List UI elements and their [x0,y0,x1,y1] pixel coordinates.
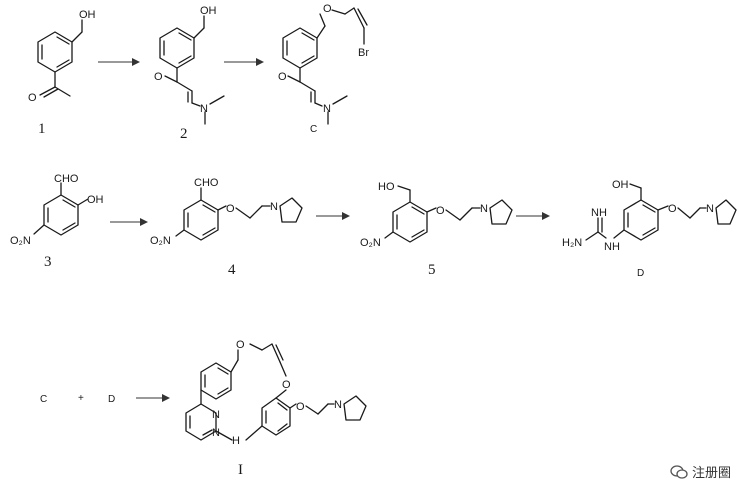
atom-cho: CHO [194,177,219,189]
atom-oh: OH [200,5,217,17]
atom-o: O [236,339,245,351]
compound-label-i: I [238,462,243,478]
watermark-text: 注册圈 [691,466,731,481]
atom-h2n: H₂N [562,237,582,249]
compound-3-structure [33,182,89,236]
compound-label-1: 1 [38,121,46,137]
arrow-head [140,218,148,226]
arrow-head [342,212,350,220]
atom-o: O [668,203,677,215]
atom-n: N [212,409,220,421]
atom-o: O [323,3,332,15]
atom-o: O [282,379,291,391]
atom-oh: OH [87,194,104,206]
atom-n: N [212,427,220,439]
atom-o: O [436,205,445,217]
atom-o: O [278,71,287,83]
atom-oh: OH [79,9,96,21]
atom-n: N [706,203,714,215]
atom-oh: OH [612,179,629,191]
atom-ho: HO [378,181,395,193]
compound-label-3: 3 [44,254,52,270]
atom-br: Br [358,47,369,59]
atom-o: O [226,203,235,215]
atom-n: N [480,203,488,215]
compound-label-d: D [637,268,644,279]
atom-o: O [28,92,37,104]
arrow-head [542,212,550,220]
compound-4-structure [175,187,303,241]
watermark: 注册圈 [670,462,731,481]
atom-no2: O₂N [360,237,381,249]
atom-n: N [270,201,278,213]
atom-nh: H [232,435,240,447]
atom-no2: O₂N [10,235,31,247]
reactant-d: D [108,394,115,405]
reactant-c: C [40,394,47,405]
compound-label-5: 5 [428,262,436,278]
compound-c-structure [282,7,368,125]
compound-i-structure [185,343,367,441]
plus-sign: + [78,393,84,404]
arrow-head [162,394,170,402]
compound-5-structure [384,185,513,243]
atom-o: O [154,71,163,83]
atom-c-methyl: C [310,124,317,135]
arrow-head [256,58,264,66]
compound-1-structure [37,19,83,98]
compound-2-structure [159,15,225,125]
atom-no2: O₂N [150,235,171,247]
atom-n: N [200,103,208,115]
atom-nh: NH [604,241,620,253]
atom-cho: CHO [54,173,79,185]
compound-label-4: 4 [228,262,236,278]
wechat-icon [670,464,688,479]
arrow-head [132,58,140,66]
compound-d-structure [585,183,737,241]
compound-label-2: 2 [180,126,188,142]
atom-nh: NH [591,207,607,219]
atom-o: O [296,401,305,413]
atom-n: N [334,399,342,411]
atom-n: N [323,103,331,115]
